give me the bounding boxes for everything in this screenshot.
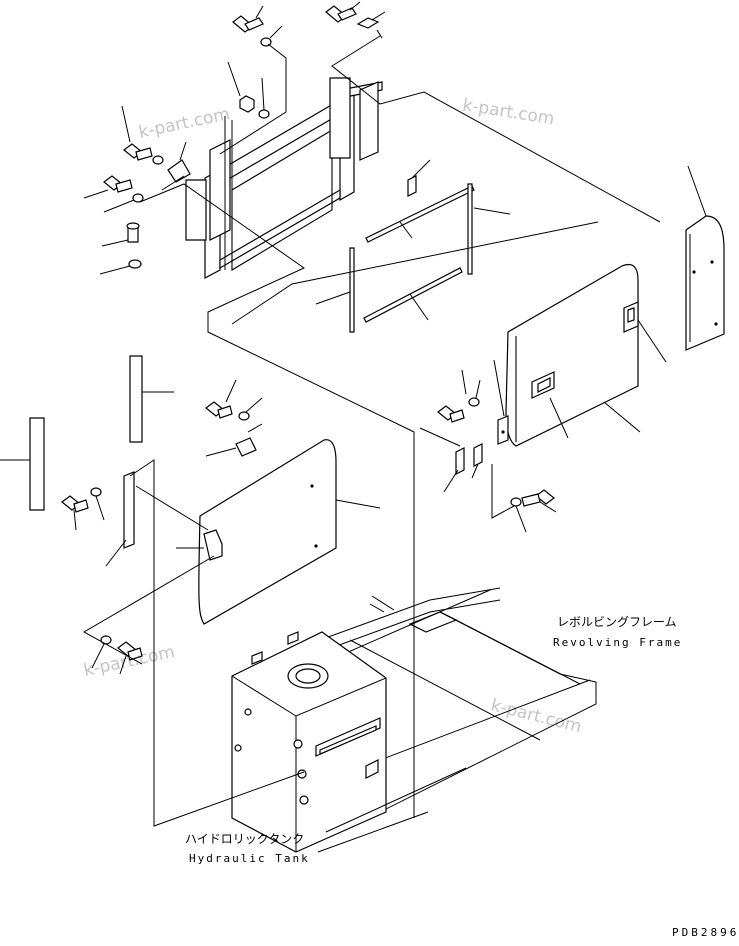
retainer-small [407, 159, 431, 197]
revolving-frame-label-jp: レボルビングフレーム [557, 615, 677, 629]
hinge-pair [443, 443, 483, 493]
bolt-left-1 [121, 105, 164, 165]
assembly-lines [82, 35, 661, 853]
clip-mid [205, 437, 257, 457]
bolt-top-1 [232, 5, 264, 33]
watermark-1: k-part.com [137, 104, 232, 143]
watermark-2: k-part.com [461, 95, 556, 129]
seal-strip-3 [315, 247, 355, 333]
seal-strip-1 [365, 185, 475, 243]
bushing-small [258, 77, 270, 119]
bolt-left-4 [61, 487, 105, 531]
door-panel-main [505, 263, 667, 447]
hydraulic-tank [231, 631, 387, 853]
seal-strip-2 [467, 183, 511, 275]
hinge-bracket-long [105, 471, 135, 567]
clip-top [356, 11, 386, 39]
seal-strip-4 [363, 267, 463, 323]
bolt-bottom-left [91, 635, 143, 675]
bolt-door-1 [437, 369, 481, 423]
bracket-left [167, 141, 191, 183]
side-pillar-right [129, 355, 174, 443]
hydraulic-tank-label-en: Hydraulic Tank [189, 852, 310, 865]
side-pillar-left [0, 417, 45, 511]
drawing-code: PDB2896 [672, 926, 739, 939]
nut-mid [227, 61, 255, 113]
revolving-frame [319, 587, 597, 829]
bolt-top-2 [325, 1, 361, 23]
bolt-left-3 [205, 379, 263, 421]
hydraulic-tank-label-jp: ハイドロリックタンク [185, 832, 304, 846]
bolt-vertical [99, 222, 142, 275]
bolt-left-2 [83, 175, 144, 213]
revolving-frame-label-en: Revolving Frame [553, 636, 682, 649]
radiator-frame [185, 77, 383, 279]
side-panel-right [685, 165, 725, 351]
watermark-4: k-part.com [489, 695, 584, 737]
door-panel-lower [176, 439, 381, 625]
bolt-door-2 [510, 489, 557, 533]
hinge-right [493, 359, 509, 445]
washer-top-1 [260, 25, 283, 47]
